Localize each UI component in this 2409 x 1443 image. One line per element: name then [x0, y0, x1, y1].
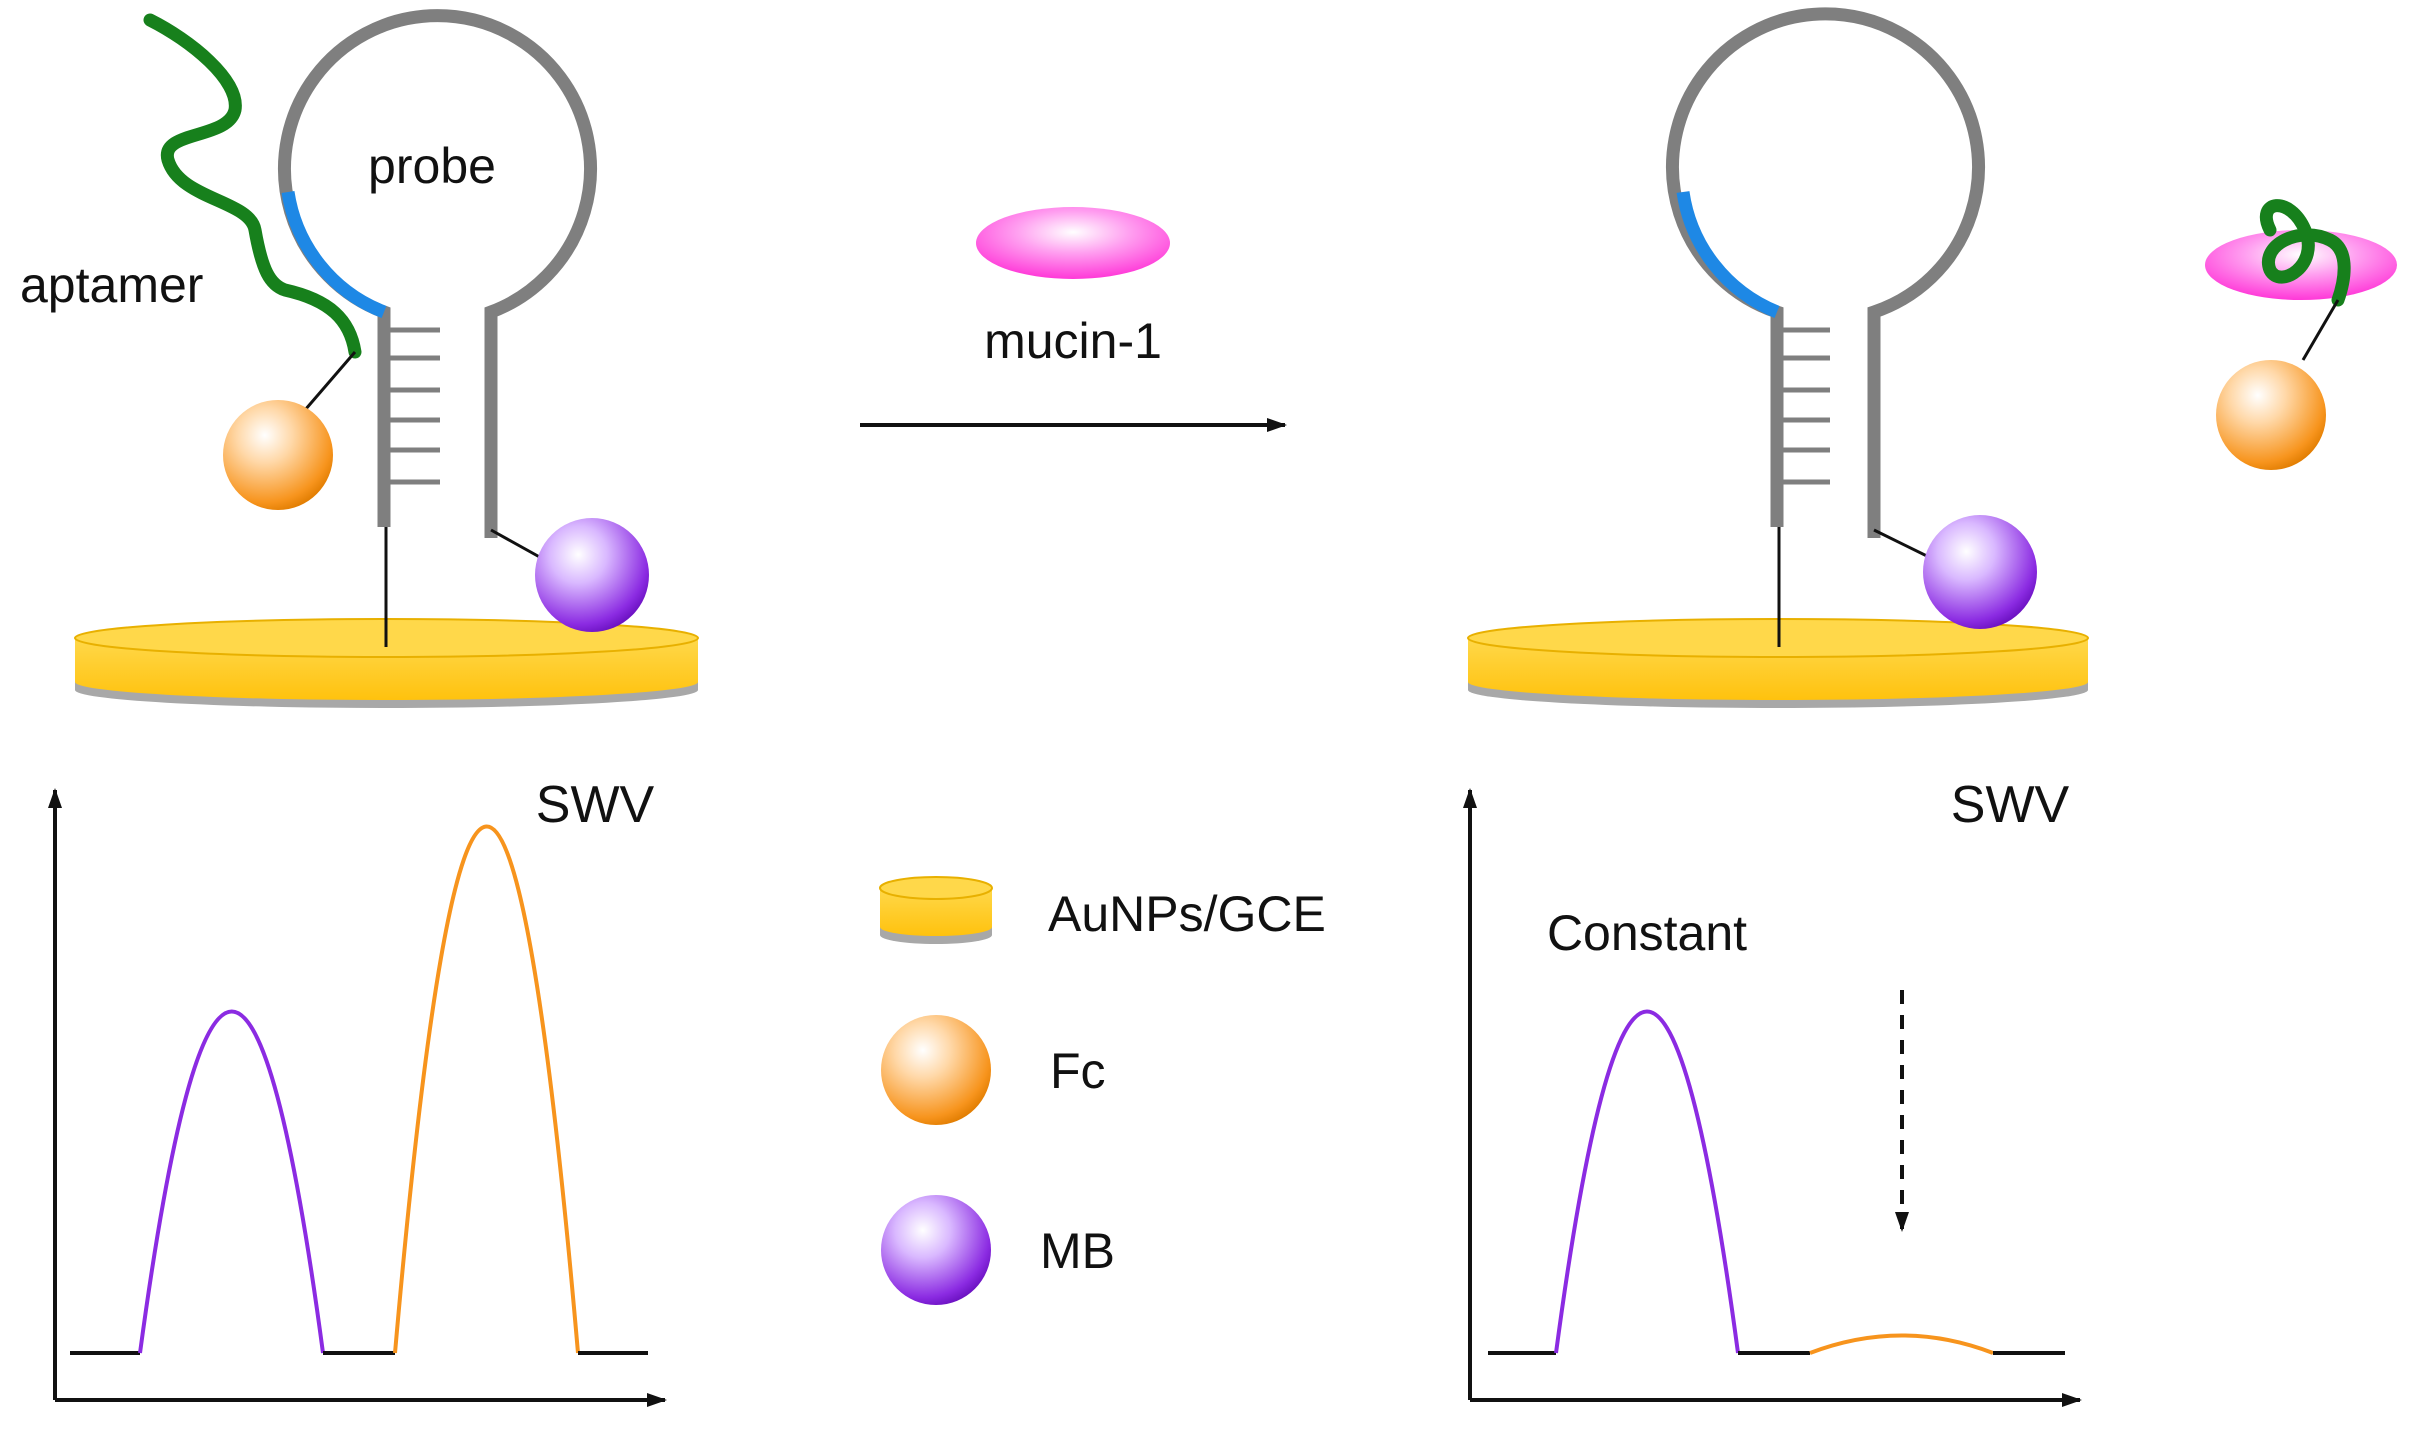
right-swv-plot: SWV Constant	[1463, 776, 2082, 1407]
left-electrode	[74, 618, 699, 708]
legend-fc-label: Fc	[1050, 1043, 1106, 1099]
legend-item-fc: Fc	[881, 1015, 1106, 1125]
legend-fc-icon	[881, 1015, 991, 1125]
left-fc-sphere	[223, 400, 333, 510]
mucin-1-label: mucin-1	[984, 313, 1162, 369]
legend-electrode-label: AuNPs/GCE	[1048, 886, 1326, 942]
right-probe-base-pairs	[1783, 327, 1830, 485]
legend-item-electrode: AuNPs/GCE	[879, 876, 1326, 944]
released-aptamer-mucin-complex	[2205, 199, 2397, 470]
legend-mb-label: MB	[1040, 1223, 1115, 1279]
right-hairpin-probe	[1666, 7, 1985, 538]
left-probe-base-pairs	[390, 327, 440, 485]
right-mb-sphere	[1923, 515, 2037, 629]
left-mb-peak	[138, 1009, 325, 1354]
legend: AuNPs/GCE Fc MB	[879, 876, 1326, 1305]
mucin-1-icon	[976, 207, 1170, 279]
right-mb-peak	[1554, 1009, 1740, 1354]
left-fc-peak	[393, 824, 580, 1354]
constant-label: Constant	[1547, 905, 1747, 961]
left-aptamer-strand	[143, 13, 362, 359]
left-fc-linker	[303, 351, 357, 411]
legend-item-mb: MB	[881, 1195, 1115, 1305]
right-mb-linker	[1873, 528, 1936, 562]
left-mb-sphere	[535, 518, 649, 632]
right-electrode	[1467, 618, 2089, 708]
right-fc-peak	[1809, 1333, 1994, 1355]
left-hairpin-probe	[278, 9, 597, 538]
bound-aptamer-strand	[2259, 199, 2351, 307]
right-swv-label: SWV	[1951, 776, 2070, 834]
probe-label: probe	[368, 138, 496, 194]
released-fc-linker	[2301, 299, 2340, 361]
aptamer-label: aptamer	[20, 257, 203, 313]
left-swv-plot: SWV	[48, 776, 667, 1407]
left-mb-linker	[490, 528, 546, 562]
legend-mb-icon	[881, 1195, 991, 1305]
left-swv-label: SWV	[536, 776, 655, 834]
released-fc-sphere	[2216, 360, 2326, 470]
